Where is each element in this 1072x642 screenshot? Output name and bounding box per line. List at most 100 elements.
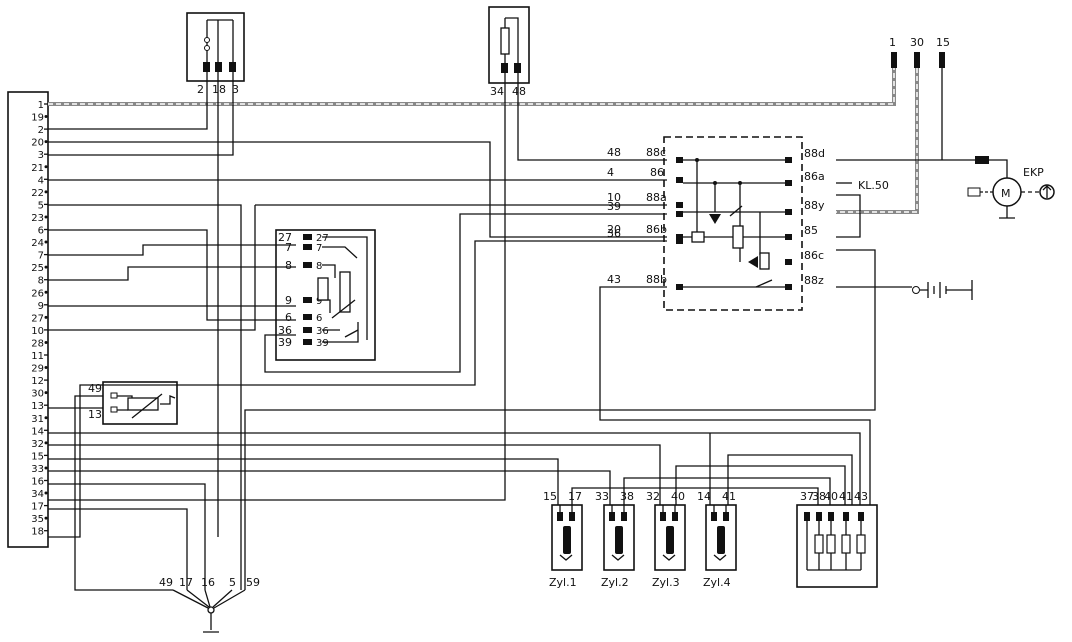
- connector-a-switch: [203, 19, 236, 72]
- injector-pin-b: 17: [568, 490, 582, 503]
- injector-label: Zyl.2: [601, 576, 629, 589]
- injector-label: Zyl.3: [652, 576, 680, 589]
- temperature-sensor-box: [102, 381, 178, 425]
- throttle-switch-box: [275, 229, 376, 361]
- ecu-pin-label: 2: [38, 125, 44, 136]
- throttle-pin-label: 9: [285, 294, 292, 307]
- battery: [836, 280, 973, 300]
- connector-b-box: [488, 6, 530, 84]
- throttle-inner-label: 8: [316, 261, 322, 272]
- terminal-1-plug: [891, 52, 897, 68]
- connector-a-pin-2: 18: [212, 83, 226, 96]
- kl50-label: KL.50: [858, 179, 889, 192]
- connector-b-component: [500, 17, 521, 73]
- relay-internals: [683, 158, 785, 288]
- throttle-pin-label: 6: [285, 311, 292, 324]
- ecu-pin-label: 21: [31, 163, 44, 174]
- throttle-pin-contact: [303, 327, 312, 333]
- wiring-harness: [48, 72, 876, 591]
- ecu-pin-dot: [44, 516, 48, 520]
- resistor-pack-pin: 43: [854, 490, 868, 503]
- ecu-pin-label: 4: [38, 175, 44, 186]
- relay-pin-contact: [785, 234, 792, 240]
- relay-right-pin-label: 85: [804, 224, 818, 237]
- resistor-pack-box: [796, 504, 878, 588]
- throttle-pin-label: 39: [278, 336, 292, 349]
- ecu-pin-dot: [44, 391, 48, 395]
- pump-motor-label: M: [1001, 187, 1011, 200]
- terminal-15-plug: [939, 52, 945, 68]
- ecu-pin-label: 10: [31, 326, 44, 337]
- injector-pin-a: 32: [646, 490, 660, 503]
- injector-label: Zyl.4: [703, 576, 731, 589]
- resistor-pack-pin: 40: [824, 490, 838, 503]
- ecu-pin-label: 30: [31, 389, 44, 400]
- ecu-connector-block: [7, 91, 49, 548]
- connector-b-pin-1: 34: [490, 85, 504, 98]
- resistor: [841, 534, 851, 554]
- ecu-pin-label: 33: [31, 464, 44, 475]
- ecu-pin-dot: [44, 491, 48, 495]
- ecu-pin-dot: [44, 366, 48, 370]
- relay-left-pin-label: 48: [607, 146, 621, 159]
- ecu-pin-label: 25: [31, 263, 44, 274]
- temp-sensor-resistor: [110, 392, 176, 419]
- relay-right-pin-label: 86a: [804, 170, 825, 183]
- throttle-inner-label: 6: [316, 313, 322, 324]
- ecu-pin-label: 11: [31, 351, 44, 362]
- ground-wire-label: 5: [229, 576, 236, 589]
- relay-pin-contact: [676, 284, 683, 290]
- ecu-pin-label: 7: [38, 251, 44, 262]
- injector-pin-b: 41: [722, 490, 736, 503]
- injector-box: [654, 504, 686, 571]
- shielded-cable-pin1: [48, 68, 896, 106]
- terminal-15-label: 15: [936, 36, 950, 49]
- ecu-pin-label: 3: [38, 150, 44, 161]
- relay-right-pin-label: 88y: [804, 199, 825, 212]
- terminal-30-plug: [914, 52, 920, 68]
- relay-left-pin-label: 39: [607, 200, 621, 213]
- throttle-pin-contact: [303, 234, 312, 240]
- relay-pin-contact: [676, 234, 683, 240]
- relay-pin-contact: [676, 238, 683, 244]
- throttle-pin-label: 36: [278, 324, 292, 337]
- ecu-pin-dot: [44, 115, 48, 119]
- ecu-pin-label: 14: [31, 426, 44, 437]
- ecu-pin-label: 16: [31, 477, 44, 488]
- ecu-pin-label: 17: [31, 502, 44, 513]
- ecu-pin-dot: [44, 190, 48, 194]
- ecu-pin-label: 32: [31, 439, 44, 450]
- connector-b-pin-2: 48: [512, 85, 526, 98]
- ecu-pin-label: 12: [31, 376, 44, 387]
- relay-left-pin-label: 10: [607, 191, 621, 204]
- ecu-pin-label: 5: [38, 200, 44, 211]
- pump-label: EKP: [1023, 166, 1044, 179]
- ecu-pin-label: 26: [31, 288, 44, 299]
- ecu-pin-dot: [44, 240, 48, 244]
- relay-pin-contact: [676, 177, 683, 183]
- relay-right-pin-label: 88z: [804, 274, 824, 287]
- throttle-inner-label: 9: [316, 296, 322, 307]
- terminal-30-label: 30: [910, 36, 924, 49]
- throttle-inner-label: 27: [316, 233, 329, 244]
- relay-left-pin-label: 88c: [646, 146, 666, 159]
- throttle-inner-label: 39: [316, 338, 329, 349]
- injector-pin-b: 40: [671, 490, 685, 503]
- ecu-pin-label: 22: [31, 188, 44, 199]
- ecu-pin-dot: [44, 215, 48, 219]
- injector-pin-a: 15: [543, 490, 557, 503]
- injector-box: [603, 504, 635, 571]
- relay-left-pin-label: 36: [607, 227, 621, 240]
- connector-a-box: [186, 12, 245, 82]
- ecu-pin-label: 6: [38, 226, 44, 237]
- ecu-pin-label: 9: [38, 301, 44, 312]
- relay-left-pin-label: 88b: [646, 273, 667, 286]
- ecu-pin-dot: [44, 165, 48, 169]
- ecu-pin-dot: [44, 441, 48, 445]
- ground-wire-label: 17: [179, 576, 193, 589]
